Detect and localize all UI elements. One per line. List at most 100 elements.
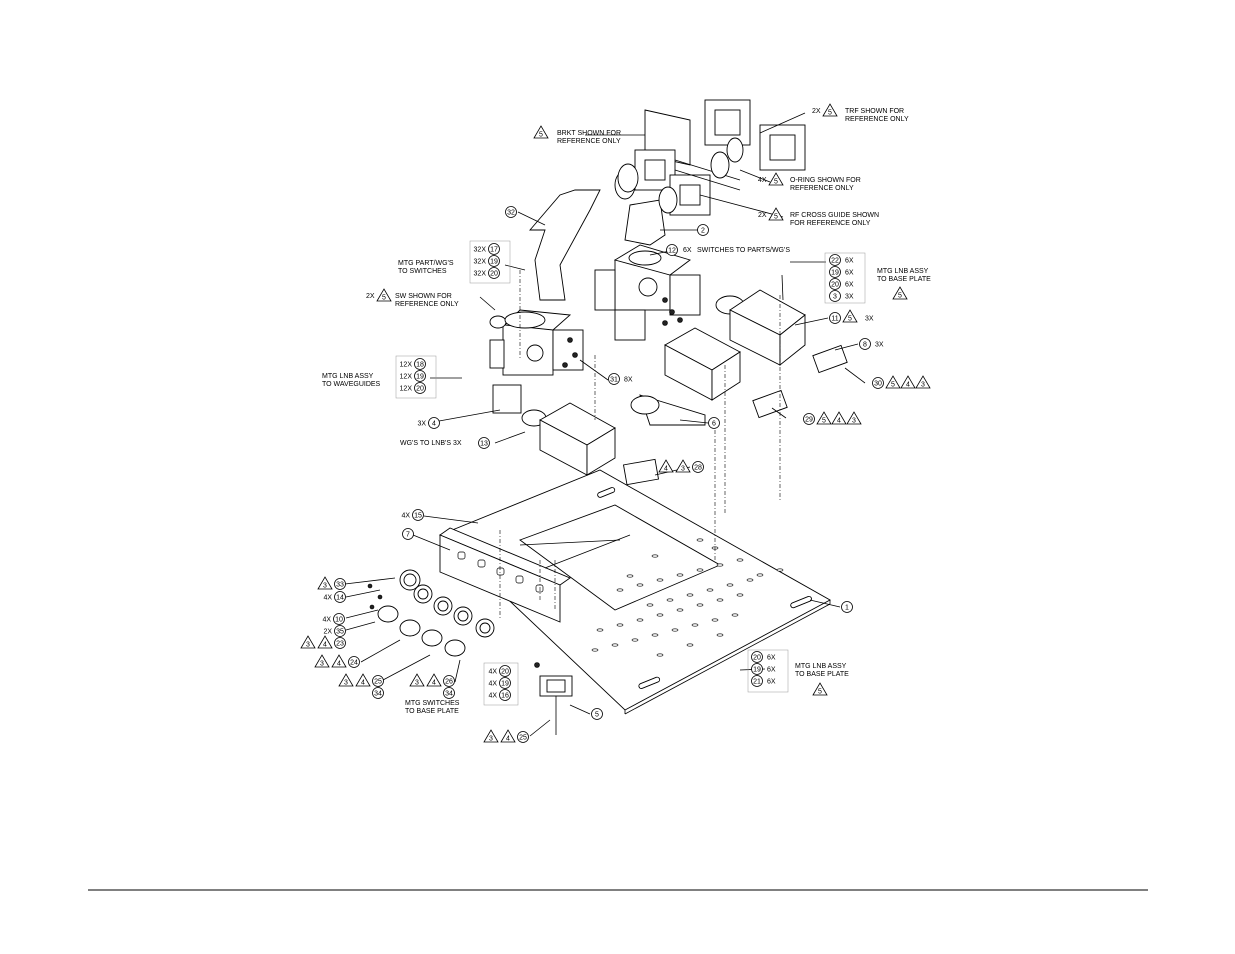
- revision-flag: 3: [300, 635, 316, 649]
- note-line: MTG PART/WG'S: [398, 260, 454, 267]
- note-line: RF CROSS GUIDE SHOWN: [790, 212, 879, 219]
- lnb-blocks: [539, 289, 806, 476]
- item-balloon: 15: [412, 509, 424, 521]
- item-balloon: 4: [428, 417, 440, 429]
- item-number: 20: [501, 669, 509, 676]
- flag-number: 3: [306, 642, 310, 649]
- flag-number: 5: [539, 132, 543, 139]
- revision-flag: 4: [658, 459, 674, 473]
- assembly-center-lines: [499, 270, 781, 620]
- item-number: 14: [336, 595, 344, 602]
- revision-flag: 3: [317, 576, 333, 590]
- item-balloon: 19: [751, 663, 763, 675]
- item-number: 28: [694, 465, 702, 472]
- flag-number: 4: [506, 736, 510, 743]
- flag-number: 3: [681, 466, 685, 473]
- stack-qty: 12X: [400, 374, 413, 381]
- note-qty: 2X: [366, 293, 375, 300]
- item-number: 32: [507, 210, 515, 217]
- callout-suffix: 3X: [865, 316, 874, 323]
- note-qty: 4X: [758, 177, 767, 184]
- stack-qty: 4X: [488, 693, 497, 700]
- item-number: 17: [490, 247, 498, 254]
- item-balloon: 28: [692, 461, 704, 473]
- flag-number: 5: [822, 418, 826, 425]
- stack-qty: 3X: [845, 294, 854, 301]
- note-mtgpart: MTG PART/WG'STO SWITCHES: [398, 260, 454, 275]
- callout-item-25: 4 3 25: [483, 729, 529, 743]
- revision-flag: 4: [831, 411, 847, 425]
- rf-switch-left: [489, 309, 584, 414]
- callout-qty: 4X: [401, 513, 410, 520]
- item-balloon: 26: [443, 675, 455, 687]
- flag-number: 3: [852, 418, 856, 425]
- item-balloon: 1: [841, 601, 853, 613]
- item-balloon: 5: [591, 708, 603, 720]
- callout-item-7: 7: [402, 528, 414, 540]
- item-balloon: 20: [751, 651, 763, 663]
- flag-number: 4: [432, 680, 436, 687]
- callout-qty: 3X: [417, 421, 426, 428]
- stack-qty: 6X: [767, 655, 776, 662]
- revision-flag: 3: [483, 729, 499, 743]
- note-line: MTG SWITCHES: [405, 700, 460, 707]
- callout-item-29: 5 4 3 29: [803, 411, 862, 425]
- item-balloon: 23: [334, 637, 346, 649]
- note-line: TRF SHOWN FOR: [845, 108, 904, 115]
- item-balloon: 24: [348, 656, 360, 668]
- revision-flag: 3: [314, 654, 330, 668]
- item-number: 34: [445, 691, 453, 698]
- flag-number: 4: [837, 418, 841, 425]
- stack-qty: 32X: [474, 247, 487, 254]
- item-number: 8: [863, 342, 867, 349]
- callout-item-6: 6: [708, 417, 720, 429]
- item-balloon: 21: [751, 675, 763, 687]
- coax-connectors: [367, 569, 495, 657]
- item-balloon: 29: [803, 413, 815, 425]
- waveguide-32: [529, 189, 601, 301]
- stack-qty: 4X: [488, 681, 497, 688]
- note-line: MTG LNB ASSY: [795, 663, 847, 670]
- base-plate-holes: [591, 538, 784, 657]
- item-number: 15: [414, 513, 422, 520]
- revision-flag: 4: [426, 673, 442, 687]
- item-number: 33: [336, 582, 344, 589]
- note-line: REFERENCE ONLY: [790, 185, 854, 192]
- item-balloon: 8: [859, 338, 871, 350]
- item-balloon: 17: [488, 243, 500, 255]
- flag-number: 5: [891, 382, 895, 389]
- flag-number: 3: [320, 661, 324, 668]
- flag-number: 5: [848, 316, 852, 323]
- note-line: TO WAVEGUIDES: [322, 381, 381, 388]
- callout-item-2: 2: [697, 224, 709, 236]
- item-number: 25: [519, 735, 527, 742]
- callout-item-28: 34 28: [658, 459, 704, 473]
- revision-flag: 4: [317, 635, 333, 649]
- item-balloon: 6: [708, 417, 720, 429]
- note-line: REFERENCE ONLY: [395, 301, 459, 308]
- rf-cross-guides: [634, 149, 741, 216]
- note-qty: 6X: [683, 247, 692, 254]
- item-number: 3: [833, 294, 837, 301]
- stack-qty: 4X: [488, 669, 497, 676]
- item-number: 21: [753, 679, 761, 686]
- revision-flag: 5: [768, 207, 784, 221]
- revision-flag: 5: [822, 103, 838, 117]
- item-number: 25: [374, 679, 382, 686]
- item-number: 22: [831, 258, 839, 265]
- flag-number: 3: [489, 736, 493, 743]
- callout-item-5: 5: [591, 708, 603, 720]
- item-balloon: 2: [697, 224, 709, 236]
- part-geometry: [88, 99, 1148, 891]
- stack-qty: 6X: [767, 679, 776, 686]
- stack-qty: 12X: [400, 362, 413, 369]
